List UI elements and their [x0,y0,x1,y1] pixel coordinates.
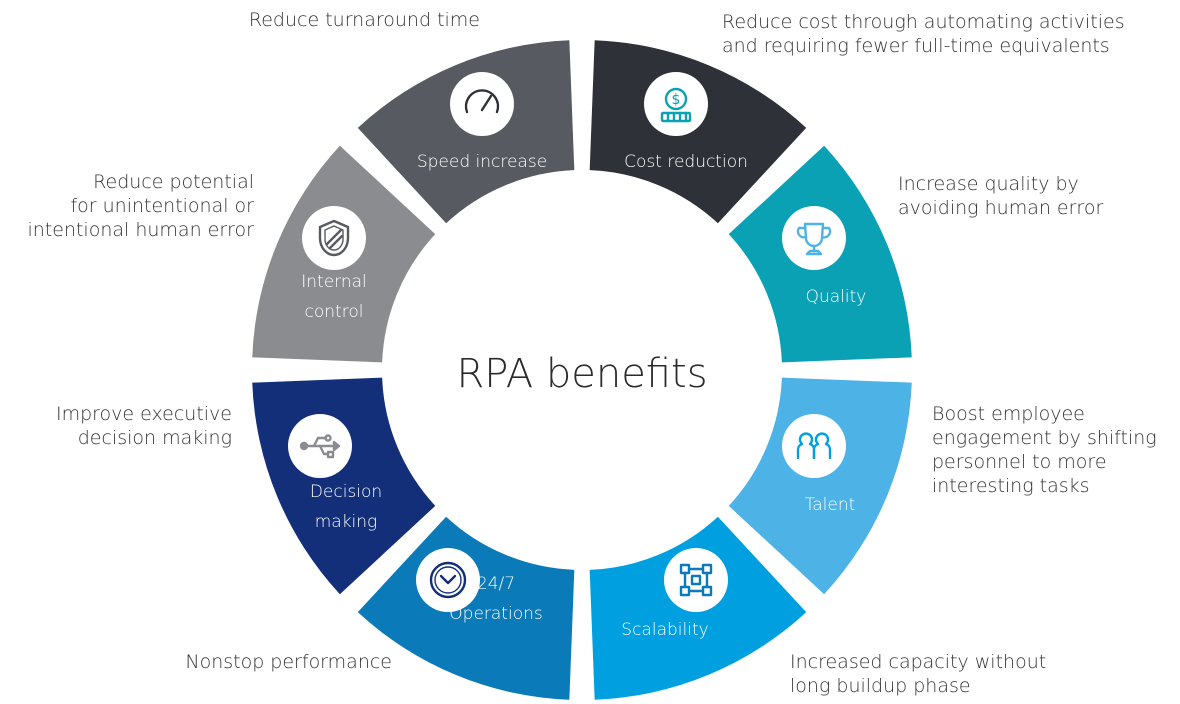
clock-icon [416,548,480,612]
shield-icon [302,206,366,270]
segment-control [357,40,575,224]
operations-description: Nonstop performance [120,650,392,674]
cost-description: Reduce cost through automating activitie… [722,10,1162,58]
network-nodes-icon [664,548,728,612]
quality-description-line-1: Increase quality by [898,173,1079,195]
speedometer-icon [450,72,514,136]
control-description-line-3: intentional human error [27,219,254,241]
segment-label-cost: Cost reduction [624,152,748,172]
scalability-description: Increased capacity without long buildup … [790,650,1090,698]
decision-description: Improve executive decision making [10,402,232,450]
scalability-description-line-1: Increased capacity without [790,651,1047,673]
labels-layer: Speed increase Cost reductionQualityTalen… [301,152,866,640]
segment-label-control: Internal [301,272,367,292]
speed-description: Reduce turnaround time [190,8,480,32]
svg-text:$: $ [672,92,681,108]
talent-description-line-1: Boost employee [932,403,1085,425]
speed-description-line: Reduce turnaround time [248,9,480,31]
talent-description-line-3: personnel to more [932,451,1107,473]
talent-description: Boost employee engagement by shifting pe… [932,402,1172,498]
dollar-coin-stack-icon: $ [644,72,708,136]
control-description-line-1: Reduce potential [93,171,254,193]
segment-label-operations: 24/7 [477,574,515,594]
quality-description: Increase quality by avoiding human error [898,172,1138,220]
usb-icon [288,414,352,478]
segment-label-operations: Operations [449,604,542,624]
center-title: RPA benefits [456,351,707,397]
talent-description-line-2: engagement by shifting [932,427,1157,449]
segment-label-scalability: Scalability [621,620,708,640]
segments-layer [252,40,912,700]
segment-label-decision: making [315,512,378,532]
segment-label-speed: Speed increase [417,152,547,172]
segment-label-control: control [305,302,364,322]
scalability-description-line-2: long buildup phase [790,675,971,697]
decision-description-line-2: decision making [77,427,232,449]
talent-description-line-4: interesting tasks [932,475,1090,497]
segment-speed [589,40,807,224]
segment-label-talent: Talent [805,495,856,515]
people-icon [782,414,846,478]
control-description-line-2: for unintentional or [70,195,254,217]
segment-label-quality: Quality [806,287,867,307]
segment-scalability [357,516,575,700]
decision-description-line-1: Improve executive [55,403,232,425]
quality-description-line-2: avoiding human error [898,197,1104,219]
control-description: Reduce potential for unintentional or in… [0,170,254,242]
segment-label-decision: Decision [310,482,382,502]
operations-description-line: Nonstop performance [185,651,392,673]
cost-description-line-1: Reduce cost through automating activitie… [722,11,1125,33]
trophy-icon [782,206,846,270]
segment-quality [728,377,912,595]
icons-layer: $ [288,72,846,612]
cost-description-line-2: and requiring fewer full-time equivalent… [722,35,1110,57]
